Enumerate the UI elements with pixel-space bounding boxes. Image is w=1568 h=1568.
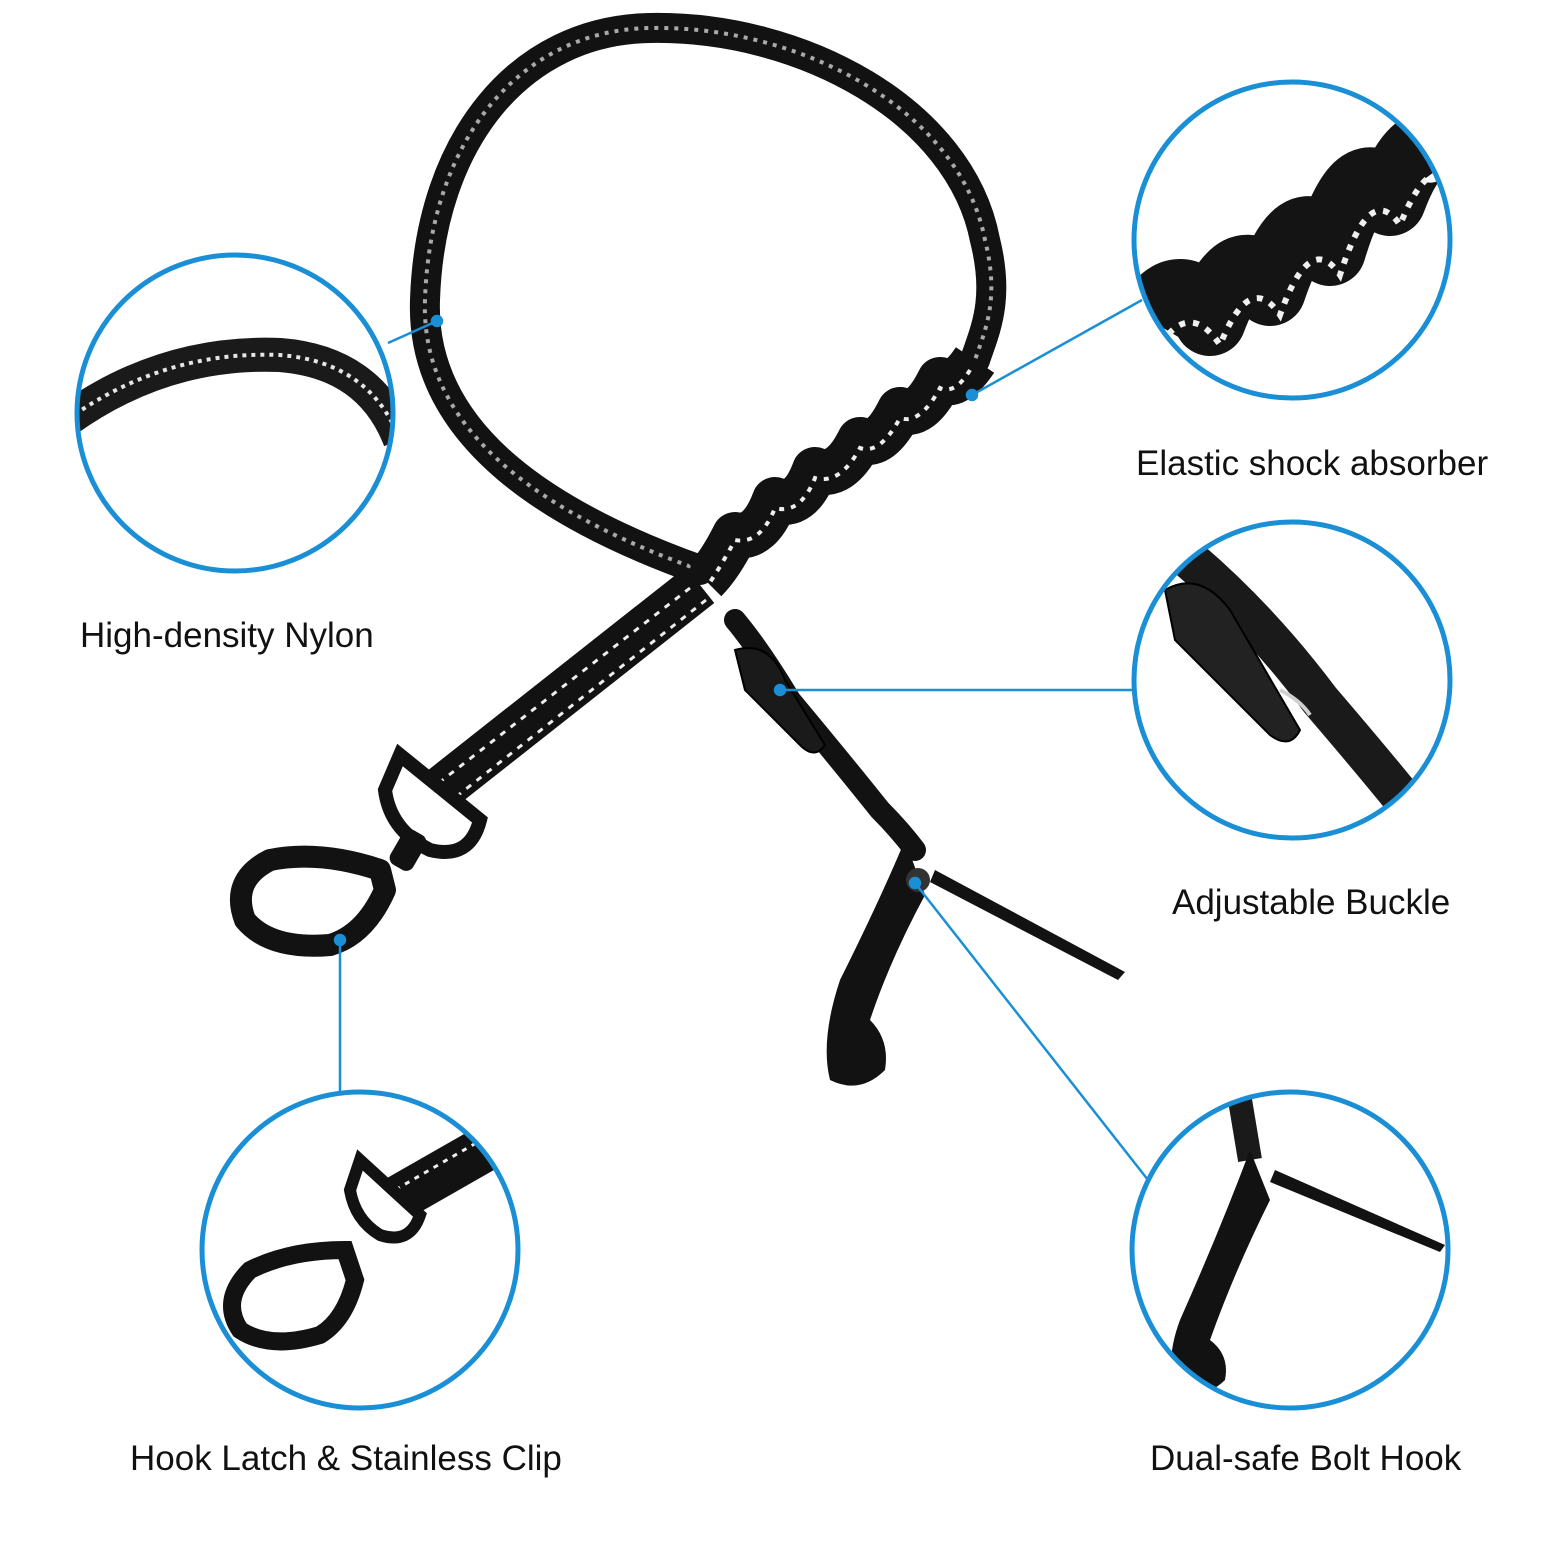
leash-main: [230, 12, 1125, 1086]
adjustable-buckle: [733, 647, 827, 754]
swivel-clip: [230, 829, 427, 957]
detail-circle-bolt: [1129, 1089, 1451, 1411]
callout-label-bolt: Dual-safe Bolt Hook: [1150, 1439, 1462, 1478]
detail-circle-clip: [199, 1089, 521, 1411]
leash-d-ring: [377, 743, 488, 859]
detail-circle-shock: [1131, 79, 1453, 401]
callout-label-nylon: High-density Nylon: [80, 616, 374, 655]
callout-label-clip: Hook Latch & Stainless Clip: [130, 1439, 562, 1478]
leash-elastic-section: [688, 346, 995, 597]
leash-lower-strap: [425, 566, 715, 809]
callout-label-shock: Elastic shock absorber: [1136, 444, 1489, 483]
callout-connectors: [333, 298, 1149, 1181]
bolt-hook: [826, 840, 1125, 1086]
leash-handle-loop: [409, 12, 1007, 585]
detail-circle-nylon: [74, 252, 396, 574]
detail-circle-buckle: [1131, 519, 1453, 841]
callout-label-buckle: Adjustable Buckle: [1172, 883, 1451, 922]
